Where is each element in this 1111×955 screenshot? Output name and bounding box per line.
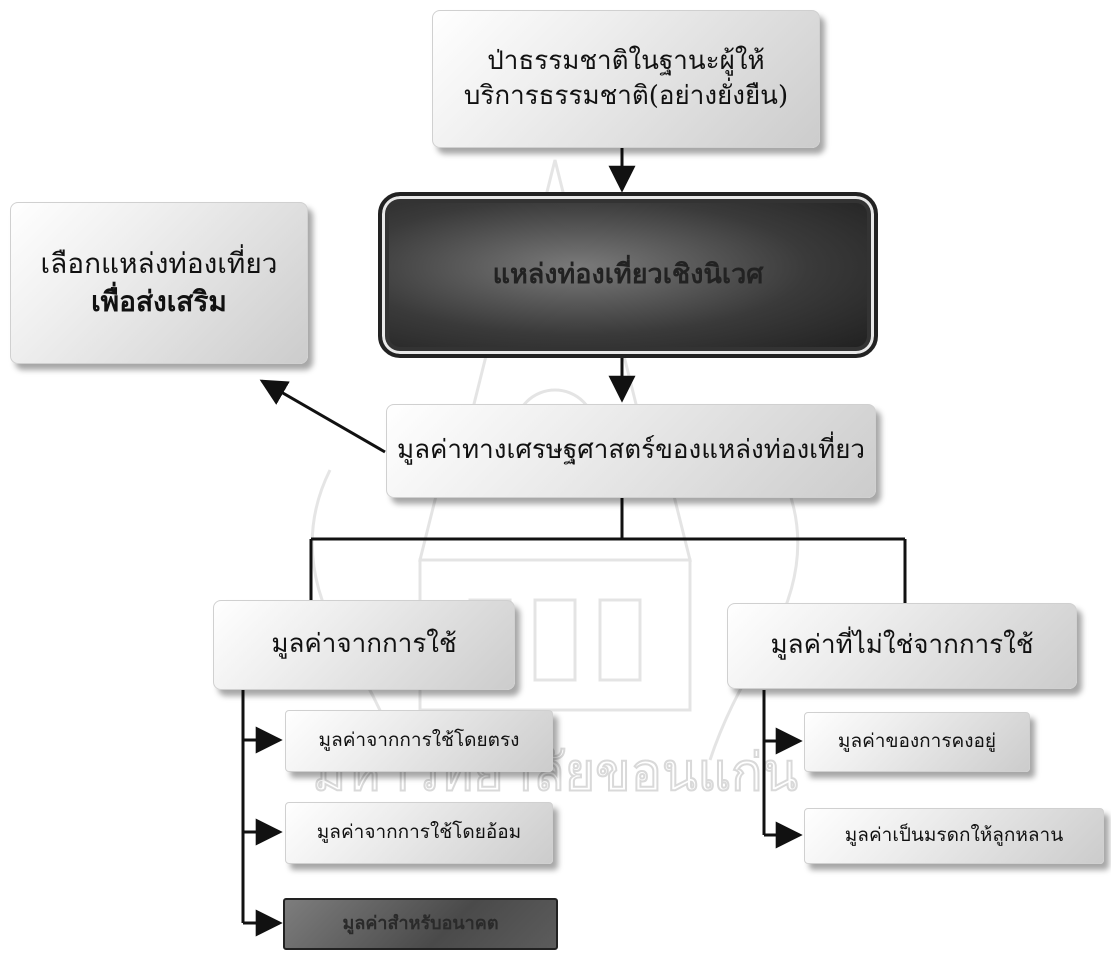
node-select-line1: เลือกแหล่งท่องเที่ยว [40, 247, 278, 281]
node-eco-tourism: แหล่งท่องเที่ยวเชิงนิเวศ [378, 192, 878, 358]
node-existence-value: มูลค่าของการคงอยู่ [804, 712, 1030, 772]
node-option-value: มูลค่าสำหรับอนาคต [283, 898, 558, 950]
node-bequest-value: มูลค่าเป็นมรดกให้ลูกหลาน [804, 808, 1104, 864]
node-root-line2: บริการธรรมชาติ(อย่างยั่งยืน) [463, 81, 789, 111]
node-indirect-use-label: มูลค่าจากการใช้โดยอ้อม [316, 821, 522, 844]
node-eco-tourism-label: แหล่งท่องเที่ยวเชิงนิเวศ [492, 258, 764, 290]
node-direct-use: มูลค่าจากการใช้โดยตรง [285, 710, 553, 772]
node-select-destination: เลือกแหล่งท่องเที่ยว เพื่อส่งเสริม [10, 202, 308, 364]
node-existence-value-label: มูลค่าของการคงอยู่ [837, 730, 997, 753]
node-non-use-value-label: มูลค่าที่ไม่ใช่จากการใช้ [770, 630, 1034, 661]
node-option-value-label: มูลค่าสำหรับอนาคต [342, 912, 499, 934]
node-select-line2: เพื่อส่งเสริม [91, 285, 227, 318]
node-economic-value: มูลค่าทางเศรษฐศาสตร์ของแหล่งท่องเที่ยว [386, 404, 876, 498]
arrow-econ-to-select [259, 379, 386, 454]
node-use-value-label: มูลค่าจากการใช้ [271, 629, 457, 660]
node-non-use-value: มูลค่าที่ไม่ใช่จากการใช้ [727, 603, 1077, 689]
node-bequest-value-label: มูลค่าเป็นมรดกให้ลูกหลาน [844, 824, 1064, 847]
node-root: ป่าธรรมชาติในฐานะผู้ให้ บริการธรรมชาติ(อ… [432, 10, 820, 148]
node-use-value: มูลค่าจากการใช้ [213, 600, 515, 690]
node-economic-value-label: มูลค่าทางเศรษฐศาสตร์ของแหล่งท่องเที่ยว [396, 435, 866, 466]
node-indirect-use: มูลค่าจากการใช้โดยอ้อม [285, 802, 553, 864]
node-root-line1: ป่าธรรมชาติในฐานะผู้ให้ [487, 45, 765, 76]
node-direct-use-label: มูลค่าจากการใช้โดยตรง [318, 729, 520, 752]
